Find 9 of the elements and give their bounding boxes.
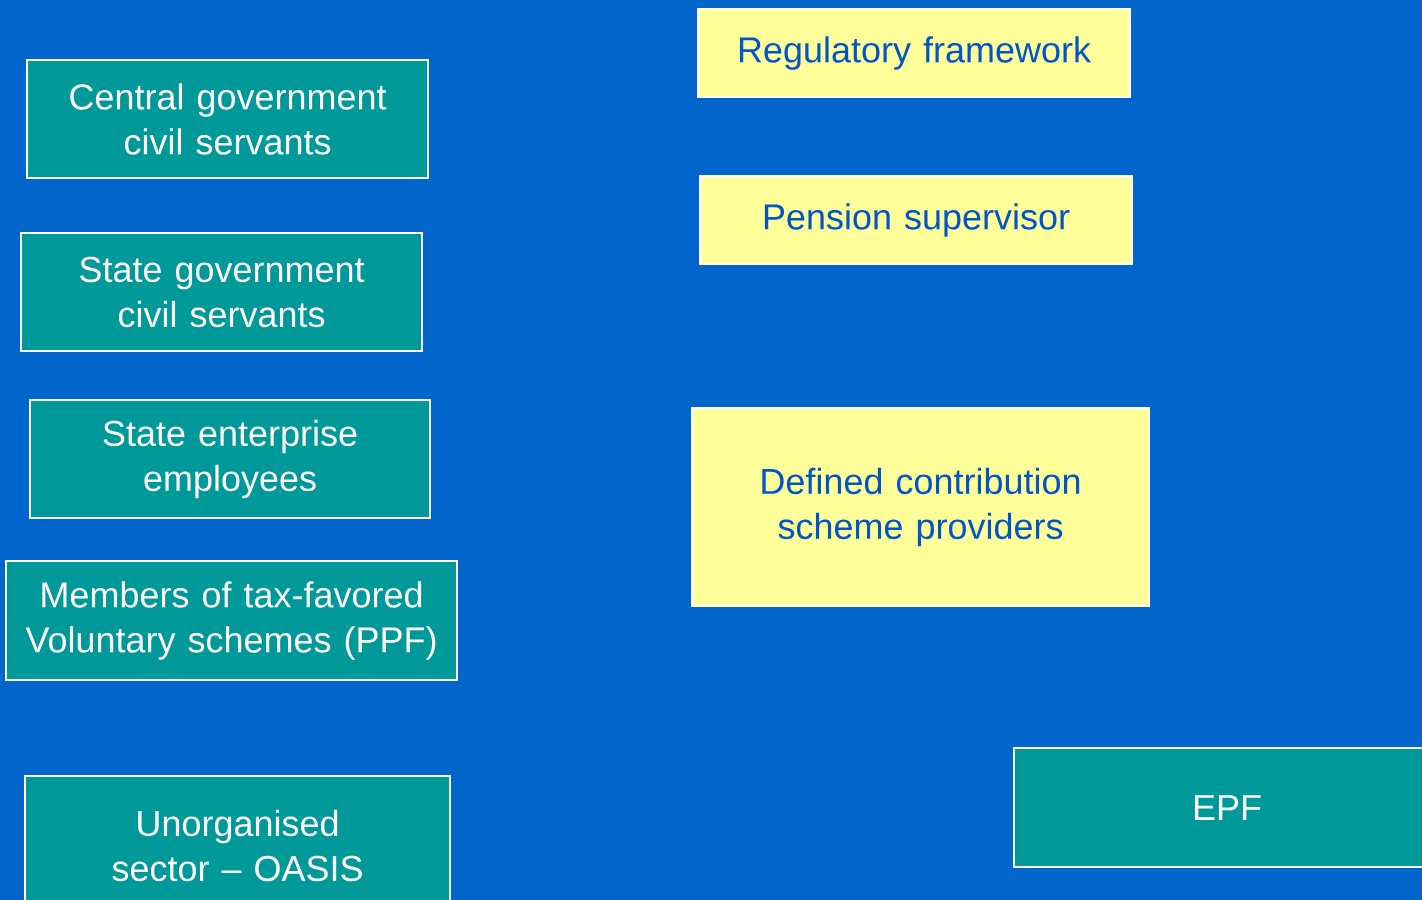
member-group-box: EPF: [1013, 747, 1422, 868]
member-group-box: Central government civil servants: [26, 59, 429, 179]
member-group-box: State enterprise employees: [29, 399, 431, 519]
institution-box: Pension supervisor: [699, 175, 1133, 265]
member-group-box: Members of tax-favored Voluntary schemes (PPF): [5, 560, 458, 681]
member-group-box: State government civil servants: [20, 232, 423, 352]
institution-box: Defined contribution scheme providers: [691, 407, 1150, 607]
institution-box: Regulatory framework: [697, 8, 1131, 98]
member-group-box: Unorganised sector – OASIS: [24, 775, 451, 900]
